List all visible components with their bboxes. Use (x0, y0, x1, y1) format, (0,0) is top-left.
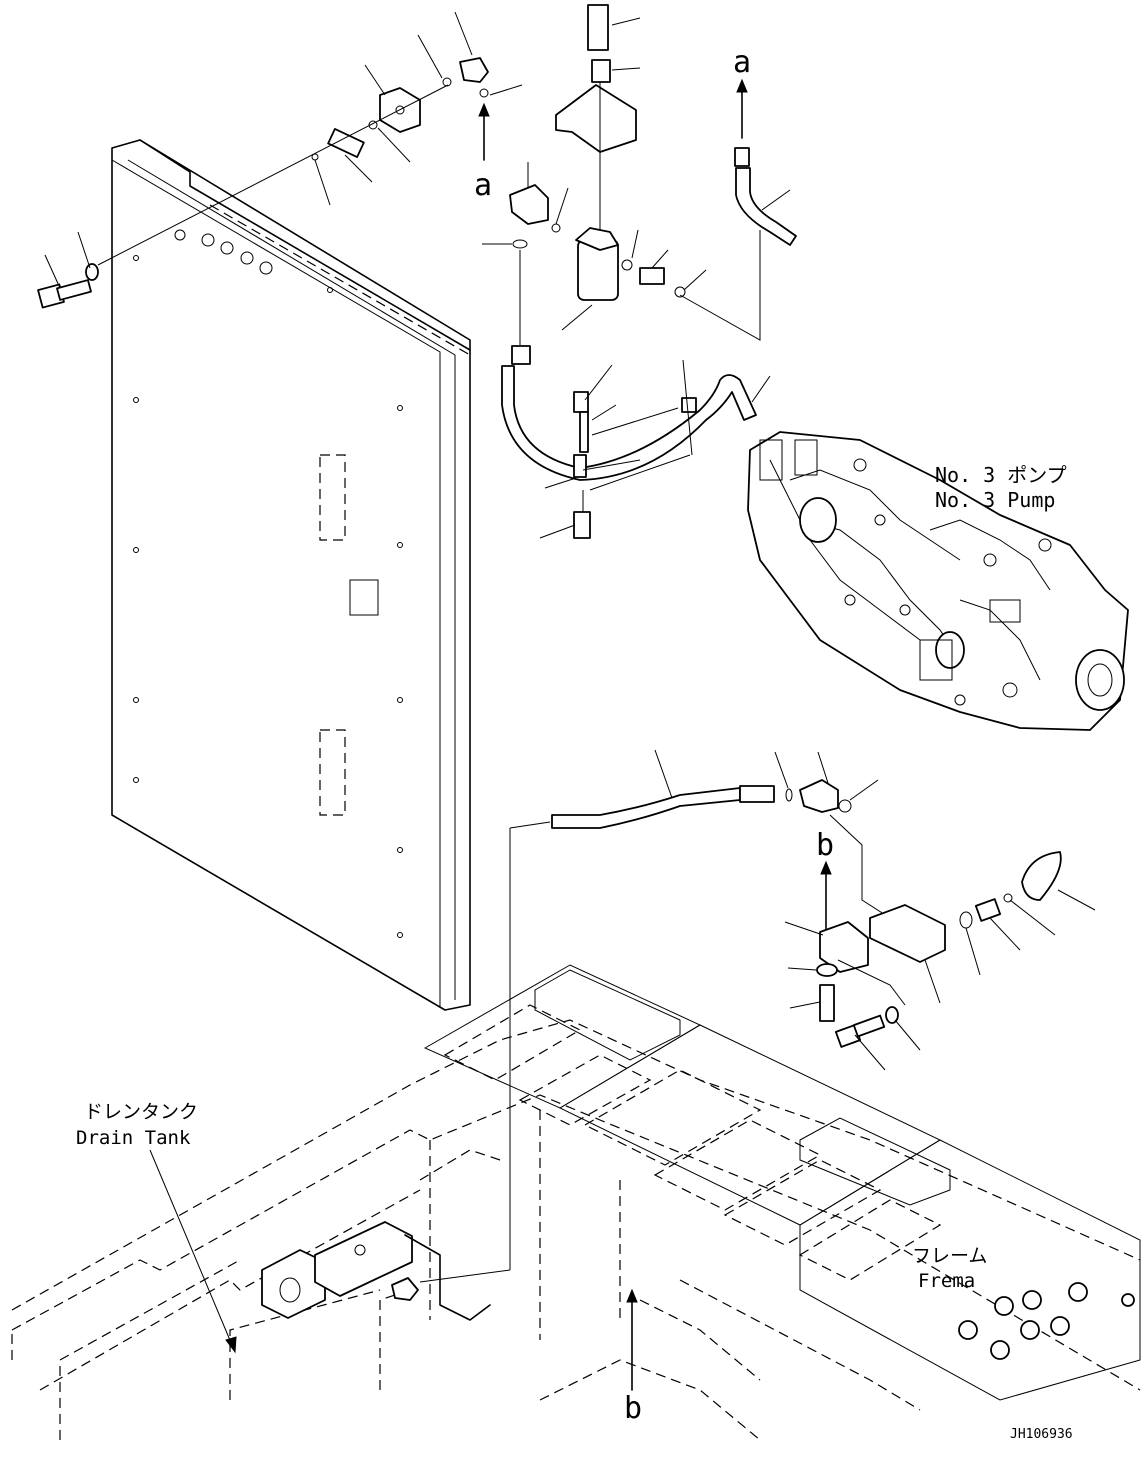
frame-label-jp: フレーム (912, 1245, 987, 1267)
pump-label-jp: No. 3 ポンプ (935, 463, 1067, 487)
pump-label-en: No. 3 Pump (935, 488, 1055, 512)
hose-clamp-mid (501, 345, 771, 539)
filter-assembly (482, 4, 761, 345)
deck-plates (443, 969, 951, 1281)
drawing-number: JH106936 (1010, 1427, 1073, 1442)
arrow-a-left-label: a (474, 168, 492, 203)
frame-bolts (958, 1282, 1135, 1360)
bolt-washer-left (37, 231, 99, 309)
hose-a (734, 78, 797, 246)
drain-tank-label-jp: ドレンタンク (84, 1101, 198, 1123)
arrow-a-top-label: a (733, 45, 751, 80)
frame-label-en: Frema (918, 1270, 975, 1292)
drain-tank-label-en: Drain Tank (76, 1127, 191, 1149)
drain-tank (261, 1149, 501, 1321)
hose-lower (509, 749, 891, 1270)
side-panel (111, 139, 471, 1011)
machine-frame (11, 964, 1141, 1441)
arrow-b-bottom-label: b (624, 1391, 642, 1426)
block-bracket-right (784, 851, 1096, 1071)
pump-no3 (747, 431, 1129, 731)
block-fittings-top (97, 11, 523, 266)
panel-holes (133, 229, 403, 938)
arrow-b-mid-label: b (816, 828, 834, 863)
